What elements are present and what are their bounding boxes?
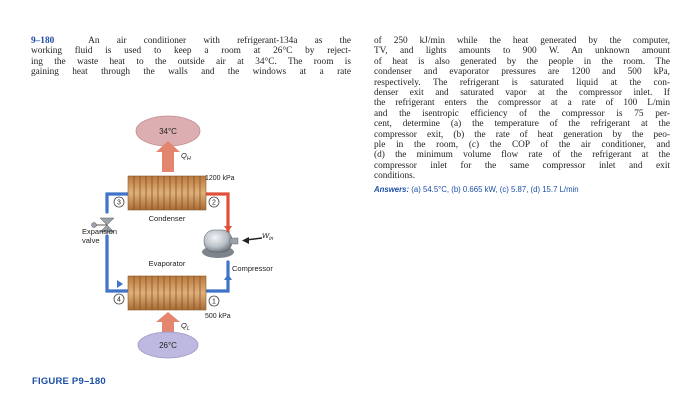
problem-statement-left: 9–180 An air conditioner with refrigeran… (31, 36, 351, 78)
text-line: compressor inlet for the same compressor… (374, 160, 670, 171)
state-point-4: 4 (113, 293, 125, 305)
svg-text:2: 2 (212, 200, 216, 207)
figure-caption: FIGURE P9–180 (32, 376, 106, 387)
answers-text: (a) 54.5°C, (b) 0.665 kW, (c) 5.87, (d) … (411, 184, 579, 194)
qh-symbol: Q (181, 151, 187, 160)
work-in-symbol: W (262, 231, 270, 240)
work-in-arrowhead-icon (242, 237, 249, 244)
text-line: (d) the minimum volume flow rate of the … (374, 150, 670, 161)
problem-text-right: of 250 kJ/min while the heat generated b… (374, 36, 670, 194)
room-air-cloud (137, 331, 199, 359)
text-line: denser exit and saturated vapor at the c… (374, 88, 670, 99)
text-line: ing the waste heat to the outside air at… (31, 56, 351, 67)
ql-subscript: L (187, 326, 190, 332)
text-line: gaining heat through the walls and the w… (31, 67, 351, 78)
work-in-label: Win (262, 231, 273, 242)
compressor-label: Compressor (232, 264, 273, 273)
flow-arrow-icon (224, 226, 232, 232)
state-point-3: 3 (113, 196, 125, 208)
svg-text:4: 4 (117, 297, 121, 304)
text-line: working fluid is used to keep a room at … (31, 46, 351, 57)
svg-text:3: 3 (117, 200, 121, 207)
work-in-subscript: in (269, 236, 273, 242)
text-line: and the isentropic efficiency of the com… (374, 108, 670, 119)
heat-out-arrow (156, 141, 180, 172)
problem-statement-right: of 250 kJ/min while the heat generated b… (374, 36, 670, 182)
text-line: An air conditioner with refrigerant-134a… (88, 36, 351, 46)
evaporator-coil (127, 275, 207, 311)
text-line: the refrigerant enters the compressor at… (374, 98, 670, 109)
answers: Answers: (a) 54.5°C, (b) 0.665 kW, (c) 5… (374, 185, 670, 194)
answers-label: Answers: (374, 184, 410, 194)
state-point-2: 2 (208, 196, 220, 208)
low-pressure-piping (105, 234, 230, 293)
state-point-1: 1 (208, 295, 220, 307)
problem-text-left: 9–180 An air conditioner with refrigeran… (31, 36, 351, 78)
ql-label: QL (181, 321, 190, 332)
room-temp-label: 26°C (159, 341, 177, 350)
flow-arrow-icon (117, 280, 123, 288)
expansion-valve-icon (91, 217, 115, 233)
text-line: respectively. The refrigerant is saturat… (374, 77, 670, 88)
ql-symbol: Q (181, 321, 187, 330)
text-line: TV, and lights amounts to 900 W. An unkn… (374, 46, 670, 57)
text-line: conditions. (374, 171, 416, 182)
heat-in-arrow (156, 312, 180, 338)
text-line: compressor exit, (b) the rate of heat ge… (374, 129, 670, 140)
text-line: condenser and evaporator pressures are 1… (374, 67, 670, 78)
expansion-valve-label: Expansion valve (82, 227, 119, 245)
outside-temp-label: 34°C (159, 127, 177, 136)
text-line: of 250 kJ/min while the heat generated b… (374, 36, 670, 46)
text-line: of heat is also generated by the people … (374, 56, 670, 67)
svg-text:1: 1 (212, 299, 216, 306)
evaporator-label: Evaporator (149, 259, 186, 268)
text-line: cent, determine (a) the temperature of t… (374, 119, 670, 130)
flow-arrow-icon (224, 274, 232, 280)
problem-number: 9–180 (31, 36, 55, 46)
compressor-icon (202, 229, 239, 258)
qh-label: QH (181, 151, 191, 162)
condenser-label: Condenser (149, 214, 186, 223)
qh-subscript: H (187, 156, 191, 162)
condenser-coil (127, 175, 207, 211)
low-pressure-label: 500 kPa (205, 313, 231, 320)
text-line: ple in the room, (c) the COP of the air … (374, 140, 670, 151)
high-pressure-label: 1200 kPa (205, 175, 235, 182)
